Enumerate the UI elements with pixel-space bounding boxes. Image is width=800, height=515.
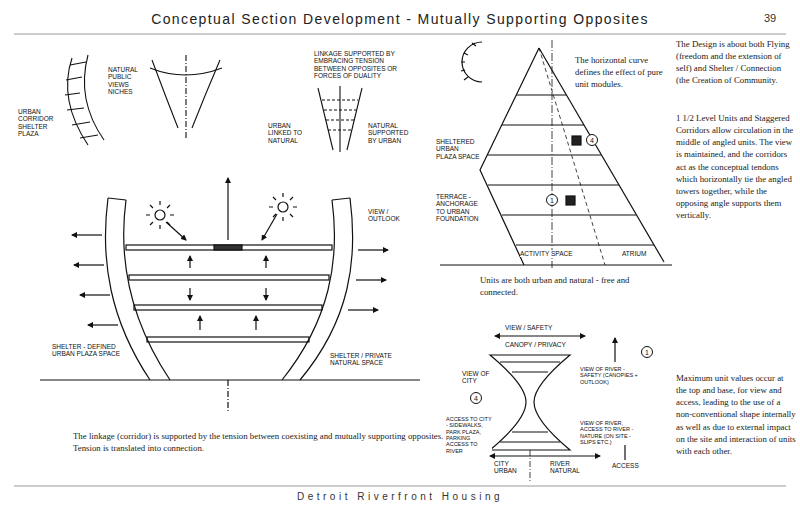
callout-number: 4 (474, 395, 478, 402)
sketch-note: RIVER NATURAL (550, 460, 588, 475)
sketch-note: VIEW OF CITY (462, 370, 498, 385)
callout-number: 4 (590, 137, 594, 144)
sketch-note: LINKAGE SUPPORTED BY EMBRACING TENSION B… (314, 50, 409, 80)
page-rules (14, 34, 786, 486)
sketch-note: NATURAL SUPPORTED BY URBAN (368, 122, 414, 144)
caption-paragraph: 1 1/2 Level Units and Staggered Corridor… (676, 112, 796, 221)
sketch-note: SHELTER - DEFINED URBAN PLAZA SPACE (52, 343, 126, 358)
hourglass-sketch (490, 336, 625, 482)
sketch-note: SHELTER / PRIVATE NATURAL SPACE (330, 352, 410, 367)
sketch-note: VIEW OF RIVER - SAFETY (CANOPIES + OUTLO… (580, 366, 642, 385)
section-sketch (40, 178, 420, 412)
caption-paragraph: Maximum unit values occur at the top and… (676, 372, 796, 457)
sketch-note: VIEW / SAFETY (505, 324, 575, 331)
callout-number: 1 (550, 197, 554, 204)
caption-paragraph: Units are both urban and natural - free … (480, 274, 660, 298)
callout-circle: 4 (586, 134, 598, 146)
caption-paragraph: The horizontal curve defines the effect … (575, 54, 673, 90)
caption-paragraph: The Design is about both Flying (freedom… (676, 38, 796, 87)
sketch-note: ACTIVITY SPACE (520, 250, 586, 257)
sketch-note: ATRIUM (622, 250, 654, 257)
page-number: 39 (764, 12, 794, 24)
sketch-note: VIEW / OUTLOOK (368, 208, 412, 223)
linkage-stack-sketch (318, 86, 362, 152)
sketch-note: TERRACE - ANCHORAGE TO URBAN FOUNDATION (436, 193, 484, 223)
footer-text: Detroit Riverfront Housing (250, 491, 550, 502)
sketch-note: CANOPY / PRIVACY (505, 341, 585, 348)
sketch-note: NATURAL PUBLIC VIEWS NICHES (108, 66, 146, 96)
caption-paragraph: The linkage (corridor) is supported by t… (73, 430, 463, 454)
sketch-note: VIEW OF RIVER, ACCESS TO RIVER - NATURE … (580, 420, 644, 445)
sketch-note: URBAN LINKED TO NATURAL (268, 122, 312, 144)
page-title: Conceptual Section Development - Mutuall… (0, 11, 800, 27)
curved-band-sketch (65, 55, 104, 145)
v-sketch (150, 55, 222, 138)
callout-circle: 1 (546, 194, 558, 206)
callout-circle: 4 (470, 392, 482, 404)
sketch-note: ACCESS TO CITY - SIDEWALKS, PARK PLAZA, … (446, 416, 492, 454)
sketch-note: CITY URBAN (494, 460, 524, 475)
sketch-note: SHELTERED URBAN PLAZA SPACE (436, 138, 480, 160)
callout-circle: 1 (641, 346, 653, 358)
sketch-note: ACCESS (612, 462, 646, 469)
callout-number: 1 (645, 349, 649, 356)
sketch-note: URBAN CORRIDOR SHELTER PLAZA (18, 108, 62, 138)
